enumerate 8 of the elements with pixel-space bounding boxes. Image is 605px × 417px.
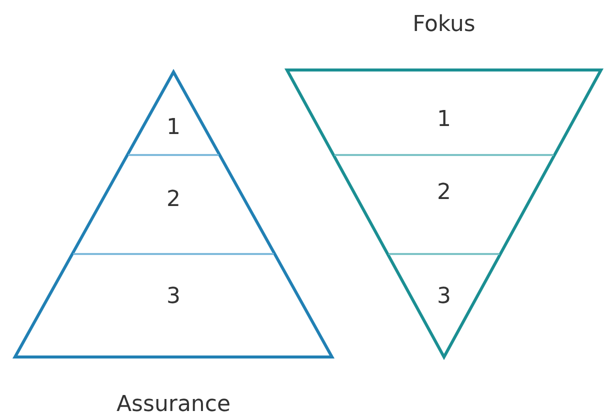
tier-number: 2: [414, 179, 474, 207]
tier-number: 3: [144, 283, 204, 311]
tier-number: 1: [414, 106, 474, 134]
tier-number: 2: [144, 186, 204, 214]
tier-number: 3: [414, 283, 474, 311]
tier-number: 1: [144, 114, 204, 142]
pyramid-title: Fokus: [412, 11, 476, 39]
pyramid-title: Assurance: [115, 391, 232, 417]
